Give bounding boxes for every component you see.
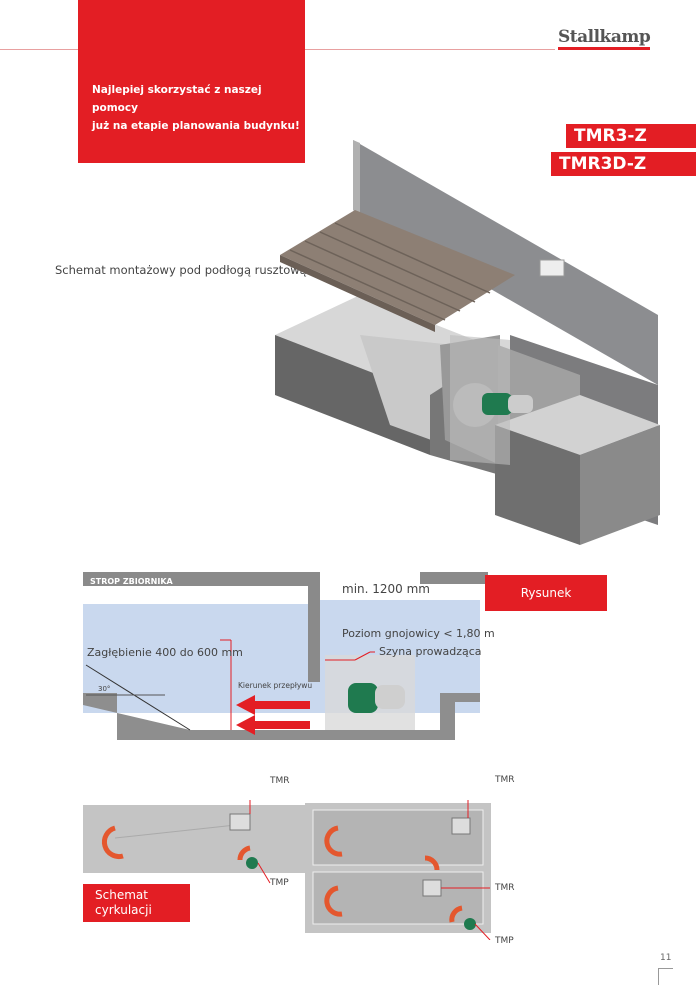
- tmr-label: TMR: [495, 883, 515, 893]
- min-height-label: min. 1200 mm: [342, 582, 430, 596]
- tmr-label: TMR: [270, 776, 290, 786]
- model-tag: TMR3D-Z: [551, 152, 696, 176]
- stallkamp-logo: Stallkamp: [558, 28, 651, 50]
- header-rule: [0, 49, 78, 50]
- model-tag: TMR3-Z: [566, 124, 696, 148]
- circulation-title: Schemat cyrkulacji: [83, 884, 190, 922]
- rail-label: Szyna prowadząca: [379, 645, 482, 658]
- slurry-level-label: Poziom gnojowicy < 1,80 m: [342, 627, 495, 640]
- intro-line: Najlepiej skorzystać z naszej pomocy: [92, 84, 262, 114]
- iso-installation-illustration: [275, 140, 660, 545]
- depression-label: Zagłębienie 400 do 600 mm: [87, 646, 243, 659]
- corner-mark: [658, 968, 673, 985]
- circulation-title-line: cyrkulacji: [95, 903, 152, 917]
- intro-box: Najlepiej skorzystać z naszej pomocy już …: [78, 0, 305, 163]
- header-rule: [305, 49, 555, 50]
- tmp-label: TMP: [495, 936, 514, 946]
- section-drawing: STROP ZBIORNIKA: [83, 572, 488, 740]
- drawing-title: Rysunek montażowy: [485, 575, 607, 636]
- intro-line: już na etapie planowania budynku!: [92, 120, 300, 132]
- circulation-diagrams: [83, 800, 491, 940]
- page-number: 11: [660, 953, 672, 963]
- tmr-label: TMR: [495, 775, 515, 785]
- ceiling-label: STROP ZBIORNIKA: [90, 577, 174, 586]
- circulation-title-line: Schemat: [95, 888, 148, 902]
- angle-label: 30°: [98, 685, 111, 693]
- tmp-label: TMP: [270, 878, 289, 888]
- iso-caption: Schemat montażowy pod podłogą rusztową: [55, 263, 307, 277]
- flow-label: Kierunek przepływu: [238, 681, 313, 690]
